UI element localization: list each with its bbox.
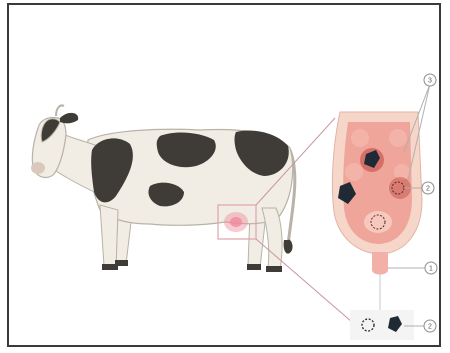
callout-label: 2	[428, 324, 432, 331]
lobule	[351, 129, 369, 147]
callout-label: 2	[426, 186, 430, 193]
sample-box	[350, 310, 414, 340]
cow-tail-tuft	[284, 240, 293, 254]
udder-highlight-core	[230, 217, 242, 227]
callout-label: 3	[428, 78, 432, 85]
cow-horn	[56, 105, 64, 116]
lobule	[389, 129, 407, 147]
udder-cross-section	[332, 112, 422, 310]
lobule	[345, 163, 363, 181]
cow-ear	[60, 113, 78, 123]
cow-muzzle	[31, 162, 45, 174]
zoom-line-bottom	[256, 239, 352, 322]
cow-hoof-4	[266, 266, 282, 272]
callout-3: 3	[424, 74, 436, 86]
callout-label: 1	[429, 266, 433, 273]
callout-2-middle: 2	[422, 182, 434, 194]
teat	[372, 252, 388, 275]
callout-2-bottom: 2	[424, 320, 436, 332]
sample-view	[350, 310, 414, 340]
lobule	[364, 211, 392, 233]
cow-hoof-2	[115, 260, 128, 266]
cow-hoof-3	[247, 264, 261, 270]
callout-1: 1	[425, 262, 437, 274]
cow-illustration	[31, 105, 295, 272]
cow-leg-near-front	[100, 205, 118, 268]
cow-leg-near-back	[262, 208, 282, 270]
